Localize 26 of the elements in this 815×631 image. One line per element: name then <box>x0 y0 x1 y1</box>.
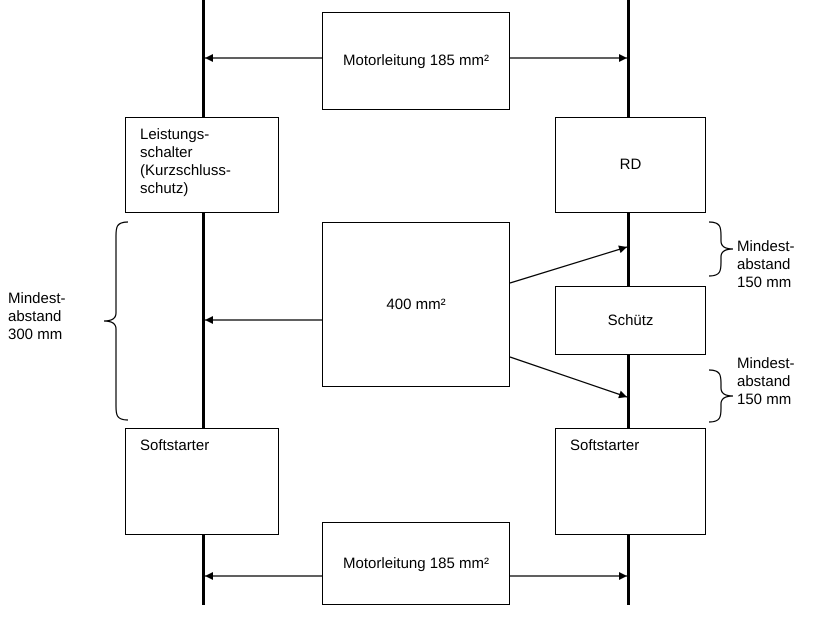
distance-label: Mindest- abstand 150 mm <box>737 238 796 292</box>
distance-label: Mindest- abstand 300 mm <box>8 290 67 344</box>
box-label: RD <box>620 156 642 174</box>
box-label: Leistungs- schalter (Kurzschluss- schutz) <box>140 126 232 198</box>
component-box <box>125 428 279 535</box>
component-box <box>322 222 510 387</box>
component-box <box>555 428 706 535</box>
component-box <box>125 117 279 213</box>
box-label: Motorleitung 185 mm² <box>343 52 489 70</box>
arrow <box>510 572 627 580</box>
component-box <box>322 522 510 605</box>
distance-label: Mindest- abstand 150 mm <box>737 355 796 409</box>
box-label: Schütz <box>608 312 654 330</box>
component-box <box>322 12 510 110</box>
arrow <box>510 356 628 398</box>
arrow <box>205 54 322 62</box>
box-label: Motorleitung 185 mm² <box>343 554 489 572</box>
component-box <box>555 286 706 355</box>
arrow <box>205 316 322 324</box>
arrow <box>510 246 628 284</box>
arrow <box>205 572 322 580</box>
arrow <box>510 54 627 62</box>
box-label: 400 mm² <box>386 296 446 314</box>
component-box <box>555 117 706 213</box>
box-label: Softstarter <box>140 437 210 455</box>
box-label: Softstarter <box>570 437 640 455</box>
